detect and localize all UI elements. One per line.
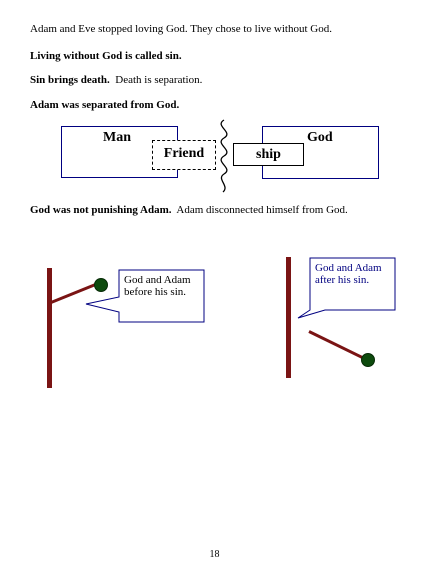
before-callout-line-2: before his sin. xyxy=(124,286,187,298)
left-pole xyxy=(47,268,52,388)
paragraph-intro: Adam and Eve stopped loving God. They ch… xyxy=(30,23,332,35)
paragraph-death: Sin brings death. Death is separation. xyxy=(30,74,202,86)
before-callout-line-1: God and Adam xyxy=(124,274,191,286)
sin-definition-text: Living without God is called sin. xyxy=(30,50,182,62)
death-rest-text: Death is separation. xyxy=(109,74,203,86)
friend-piece: Friend xyxy=(152,140,216,170)
separated-text: Adam was separated from God. xyxy=(30,99,180,111)
after-callout-line-1: God and Adam xyxy=(315,262,382,274)
paragraph-not-punishing: God was not punishing Adam. Adam disconn… xyxy=(30,204,348,216)
god-label: God xyxy=(307,130,333,145)
paragraph-sin-definition: Living without God is called sin. xyxy=(30,50,182,62)
ship-piece-label: ship xyxy=(256,147,281,162)
not-punishing-bold-text: God was not punishing Adam. xyxy=(30,204,172,216)
page-number: 18 xyxy=(209,549,220,560)
ship-piece: ship xyxy=(233,143,304,166)
after-callout-line-2: after his sin. xyxy=(315,274,370,286)
paragraph-separated: Adam was separated from God. xyxy=(30,99,179,111)
right-ball xyxy=(361,353,375,367)
right-rope xyxy=(308,330,369,362)
not-punishing-rest-text: Adam disconnected himself from God. xyxy=(171,204,348,216)
left-rope xyxy=(50,282,99,304)
man-label: Man xyxy=(103,130,131,145)
death-bold-text: Sin brings death. xyxy=(30,74,110,86)
intro-text: Adam and Eve stopped loving God. They ch… xyxy=(30,23,332,35)
before-callout-text: God and Adam before his sin. xyxy=(124,274,191,298)
left-ball xyxy=(94,278,108,292)
friend-piece-label: Friend xyxy=(163,146,205,161)
after-callout-text: God and Adam after his sin. xyxy=(315,262,382,286)
right-pole xyxy=(286,257,291,378)
